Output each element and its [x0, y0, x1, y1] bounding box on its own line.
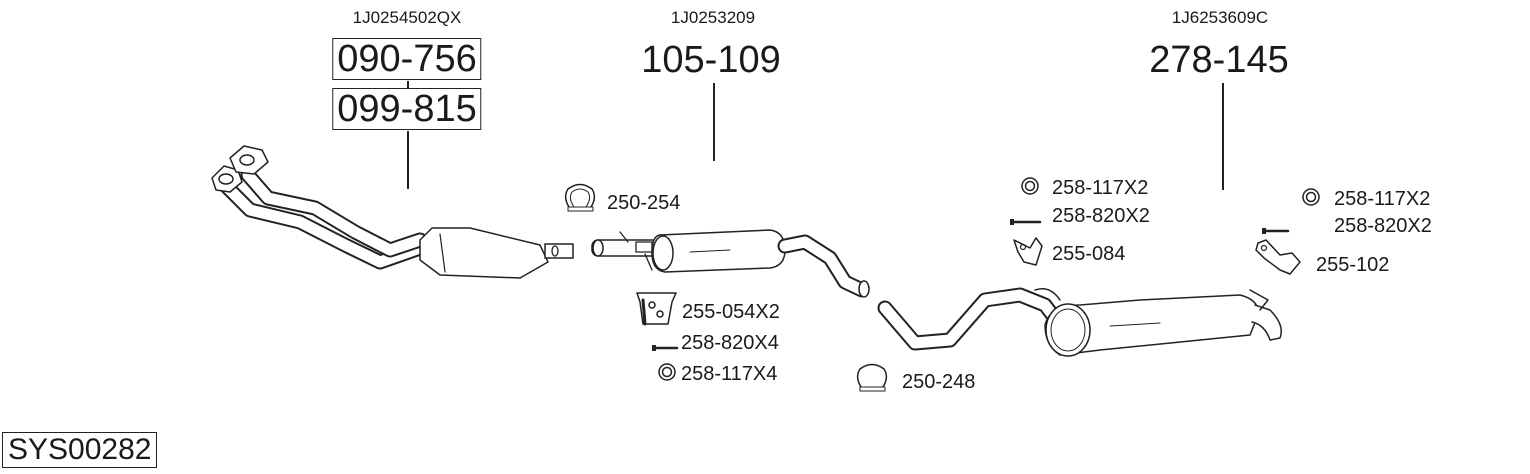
part-number-box[interactable]: 090-756 — [332, 38, 482, 80]
accessory-label[interactable]: 255-102 — [1316, 254, 1390, 276]
accessory-label[interactable]: 250-248 — [902, 371, 976, 393]
accessory-label[interactable]: 258-117X2 — [1052, 177, 1149, 199]
accessory-label[interactable]: 258-820X4 — [681, 332, 779, 354]
leader-line — [407, 131, 409, 189]
leader-line — [713, 83, 715, 161]
oe-number: 1J0254502QX — [352, 8, 462, 27]
accessory-label[interactable]: 255-084 — [1052, 243, 1126, 265]
centre-silencer-drawing[interactable] — [591, 229, 870, 298]
accessory-label[interactable]: 255-054X2 — [682, 301, 780, 323]
front-pipe-drawing[interactable] — [211, 145, 428, 270]
rear-silencer-drawing[interactable] — [877, 287, 1282, 357]
system-id: SYS00282 — [2, 432, 158, 468]
accessory-label[interactable]: 250-254 — [607, 192, 681, 214]
rubber-mount-icon — [636, 292, 677, 326]
accessory-label[interactable]: 258-117X4 — [681, 363, 778, 385]
catalytic-converter-drawing[interactable] — [419, 227, 574, 279]
rubber-mount-icon — [1013, 237, 1043, 266]
accessory-label[interactable]: 258-117X2 — [1334, 188, 1431, 210]
ring-icon — [1021, 177, 1039, 195]
leader-line — [1222, 83, 1224, 190]
bolt-icon — [1262, 228, 1290, 234]
oe-number: 1J6253609C — [1171, 8, 1269, 27]
accessory-label[interactable]: 258-820X2 — [1334, 215, 1432, 237]
part-number-box[interactable]: 099-815 — [332, 88, 482, 130]
bracket-icon — [1255, 239, 1301, 275]
connector-line — [407, 81, 409, 88]
bolt-icon — [1010, 219, 1042, 225]
clamp-icon — [856, 363, 888, 392]
part-number[interactable]: 278-145 — [1149, 39, 1289, 81]
part-number[interactable]: 105-109 — [641, 39, 781, 81]
ring-icon — [658, 363, 676, 381]
bolt-icon — [652, 345, 679, 351]
accessory-label[interactable]: 258-820X2 — [1052, 205, 1150, 227]
oe-number: 1J0253209 — [670, 8, 756, 27]
clamp-icon — [564, 183, 596, 212]
ring-icon — [1302, 188, 1320, 206]
